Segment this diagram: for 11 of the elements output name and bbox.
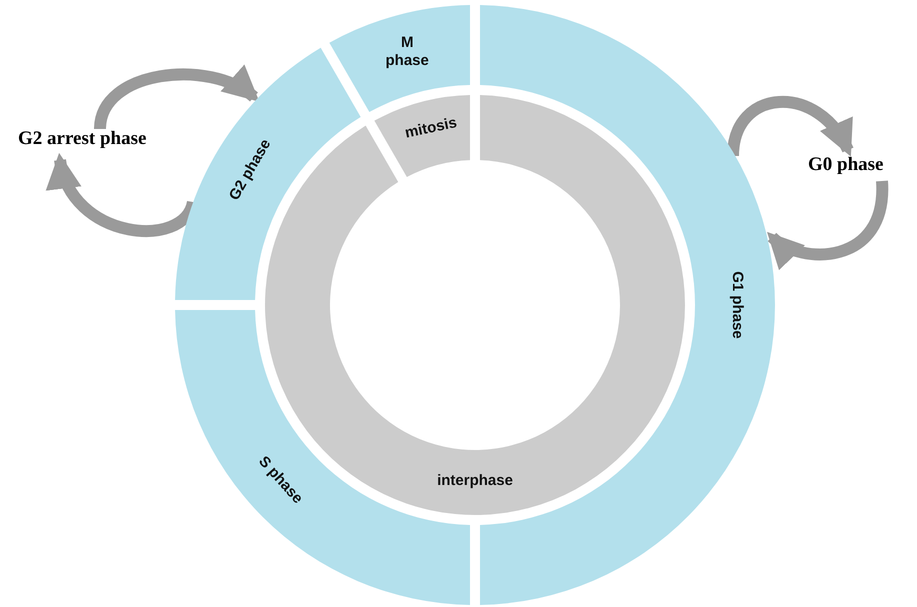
curved-arrow: [94, 66, 260, 130]
ring-segment: [329, 5, 470, 112]
phase-label: G0 phase: [808, 154, 884, 176]
phase-label: G2 arrest phase: [18, 128, 146, 150]
phase-label: mitosis: [403, 114, 458, 142]
ring-segment: [175, 48, 361, 300]
ring-segment: [374, 95, 470, 177]
phase-label: interphase: [437, 472, 513, 489]
phase-label: M phase: [386, 34, 429, 69]
phase-label: G1 phase: [729, 271, 746, 339]
curved-arrow: [766, 180, 888, 270]
